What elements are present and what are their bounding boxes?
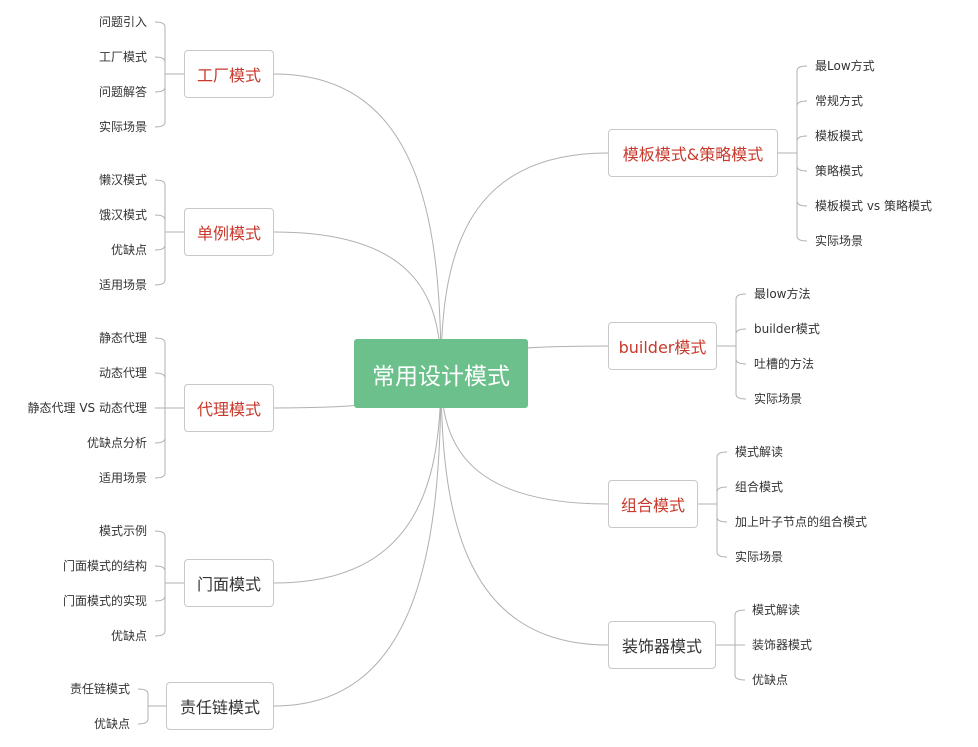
link-root-chain [273, 372, 442, 707]
bracket-tick-singleton-2 [154, 244, 166, 251]
leaf-singleton-2[interactable]: 饿汉模式 [98, 208, 147, 222]
leaf-proxy-2[interactable]: 动态代理 [98, 366, 147, 380]
root-topic[interactable]: 常用设计模式 [354, 339, 528, 408]
bracket-tick-factory-3 [154, 121, 166, 128]
leaf-proxy-3[interactable]: 静态代理 VS 动态代理 [27, 401, 147, 415]
bracket-tick-factory-1 [154, 56, 166, 63]
leaf-template-3[interactable]: 模板模式 [815, 129, 864, 143]
bracket-tick-facade-3 [154, 630, 166, 637]
bracket-tick-singleton-1 [154, 214, 166, 221]
bracket-tick-builder-2 [735, 358, 747, 365]
topic-composite[interactable]: 组合模式 [608, 480, 698, 528]
leaf-proxy-5[interactable]: 适用场景 [98, 471, 147, 485]
bracket-tick-template-0 [796, 65, 808, 72]
link-root-decorator [440, 372, 609, 646]
leaf-builder-3[interactable]: 吐槽的方法 [754, 357, 815, 371]
leaf-template-2[interactable]: 常规方式 [815, 94, 864, 108]
leaf-composite-2[interactable]: 组合模式 [735, 480, 784, 494]
leaf-proxy-1[interactable]: 静态代理 [98, 331, 147, 345]
topic-facade[interactable]: 门面模式 [184, 559, 274, 607]
bracket-tick-singleton-3 [154, 279, 166, 286]
leaf-composite-3[interactable]: 加上叶子节点的组合模式 [735, 515, 868, 529]
leaf-facade-2[interactable]: 门面模式的结构 [62, 559, 147, 573]
leaf-decorator-3[interactable]: 优缺点 [752, 673, 789, 687]
bracket-tick-composite-1 [716, 486, 728, 493]
bracket-tick-proxy-4 [154, 472, 166, 479]
topic-decorator[interactable]: 装饰器模式 [608, 621, 716, 669]
leaf-chain-2[interactable]: 优缺点 [93, 717, 130, 731]
leaf-facade-3[interactable]: 门面模式的实现 [62, 594, 147, 608]
leaf-facade-4[interactable]: 优缺点 [110, 629, 147, 643]
bracket-tick-facade-2 [154, 595, 166, 602]
leaf-template-6[interactable]: 实际场景 [815, 234, 864, 248]
leaf-template-1[interactable]: 最Low方式 [815, 59, 875, 73]
bracket-tick-singleton-0 [154, 179, 166, 186]
bracket-tick-template-3 [796, 165, 808, 172]
bracket-tick-template-5 [796, 235, 808, 242]
bracket-tick-composite-3 [716, 551, 728, 558]
leaf-factory-3[interactable]: 问题解答 [98, 85, 147, 99]
bracket-tick-template-1 [796, 100, 808, 107]
bracket-tick-chain-0 [137, 688, 149, 695]
leaf-builder-2[interactable]: builder模式 [754, 322, 820, 336]
leaf-composite-1[interactable]: 模式解读 [735, 445, 784, 459]
bracket-tick-builder-1 [735, 328, 747, 335]
link-root-facade [273, 372, 442, 584]
topic-singleton[interactable]: 单例模式 [184, 208, 274, 256]
link-root-factory [273, 73, 442, 374]
bracket-tick-proxy-3 [154, 437, 166, 444]
bracket-tick-builder-3 [735, 393, 747, 400]
leaf-decorator-2[interactable]: 装饰器模式 [752, 638, 813, 652]
leaf-singleton-1[interactable]: 懒汉模式 [98, 173, 147, 187]
leaf-builder-1[interactable]: 最low方法 [754, 287, 811, 301]
bracket-tick-decorator-0 [734, 609, 746, 616]
bracket-tick-factory-0 [154, 21, 166, 28]
leaf-facade-1[interactable]: 模式示例 [98, 524, 147, 538]
bracket-tick-proxy-1 [154, 372, 166, 379]
bracket-tick-chain-1 [137, 718, 149, 725]
leaf-decorator-1[interactable]: 模式解读 [752, 603, 801, 617]
topic-proxy[interactable]: 代理模式 [184, 384, 274, 432]
topic-factory[interactable]: 工厂模式 [184, 50, 274, 98]
bracket-tick-template-2 [796, 135, 808, 142]
bracket-tick-builder-0 [735, 293, 747, 300]
leaf-builder-4[interactable]: 实际场景 [754, 392, 803, 406]
leaf-chain-1[interactable]: 责任链模式 [69, 682, 130, 696]
leaf-factory-2[interactable]: 工厂模式 [98, 50, 147, 64]
topic-chain[interactable]: 责任链模式 [166, 682, 274, 730]
topic-template-strategy[interactable]: 模板模式&策略模式 [608, 129, 778, 177]
leaf-composite-4[interactable]: 实际场景 [735, 550, 784, 564]
leaf-singleton-3[interactable]: 优缺点 [110, 243, 147, 257]
leaf-factory-1[interactable]: 问题引入 [98, 15, 147, 29]
leaf-template-5[interactable]: 模板模式 vs 策略模式 [815, 199, 932, 213]
leaf-template-4[interactable]: 策略模式 [815, 164, 864, 178]
bracket-tick-composite-2 [716, 516, 728, 523]
bracket-tick-factory-2 [154, 86, 166, 93]
leaf-proxy-4[interactable]: 优缺点分析 [86, 436, 147, 450]
bracket-tick-decorator-2 [734, 674, 746, 681]
leaf-factory-4[interactable]: 实际场景 [98, 120, 147, 134]
bracket-tick-template-4 [796, 200, 808, 207]
bracket-tick-facade-1 [154, 565, 166, 572]
link-root-template [440, 152, 609, 374]
leaf-singleton-4[interactable]: 适用场景 [98, 278, 147, 292]
bracket-tick-facade-0 [154, 530, 166, 537]
topic-builder[interactable]: builder模式 [608, 322, 717, 370]
bracket-tick-proxy-0 [154, 337, 166, 344]
bracket-tick-composite-0 [716, 451, 728, 458]
